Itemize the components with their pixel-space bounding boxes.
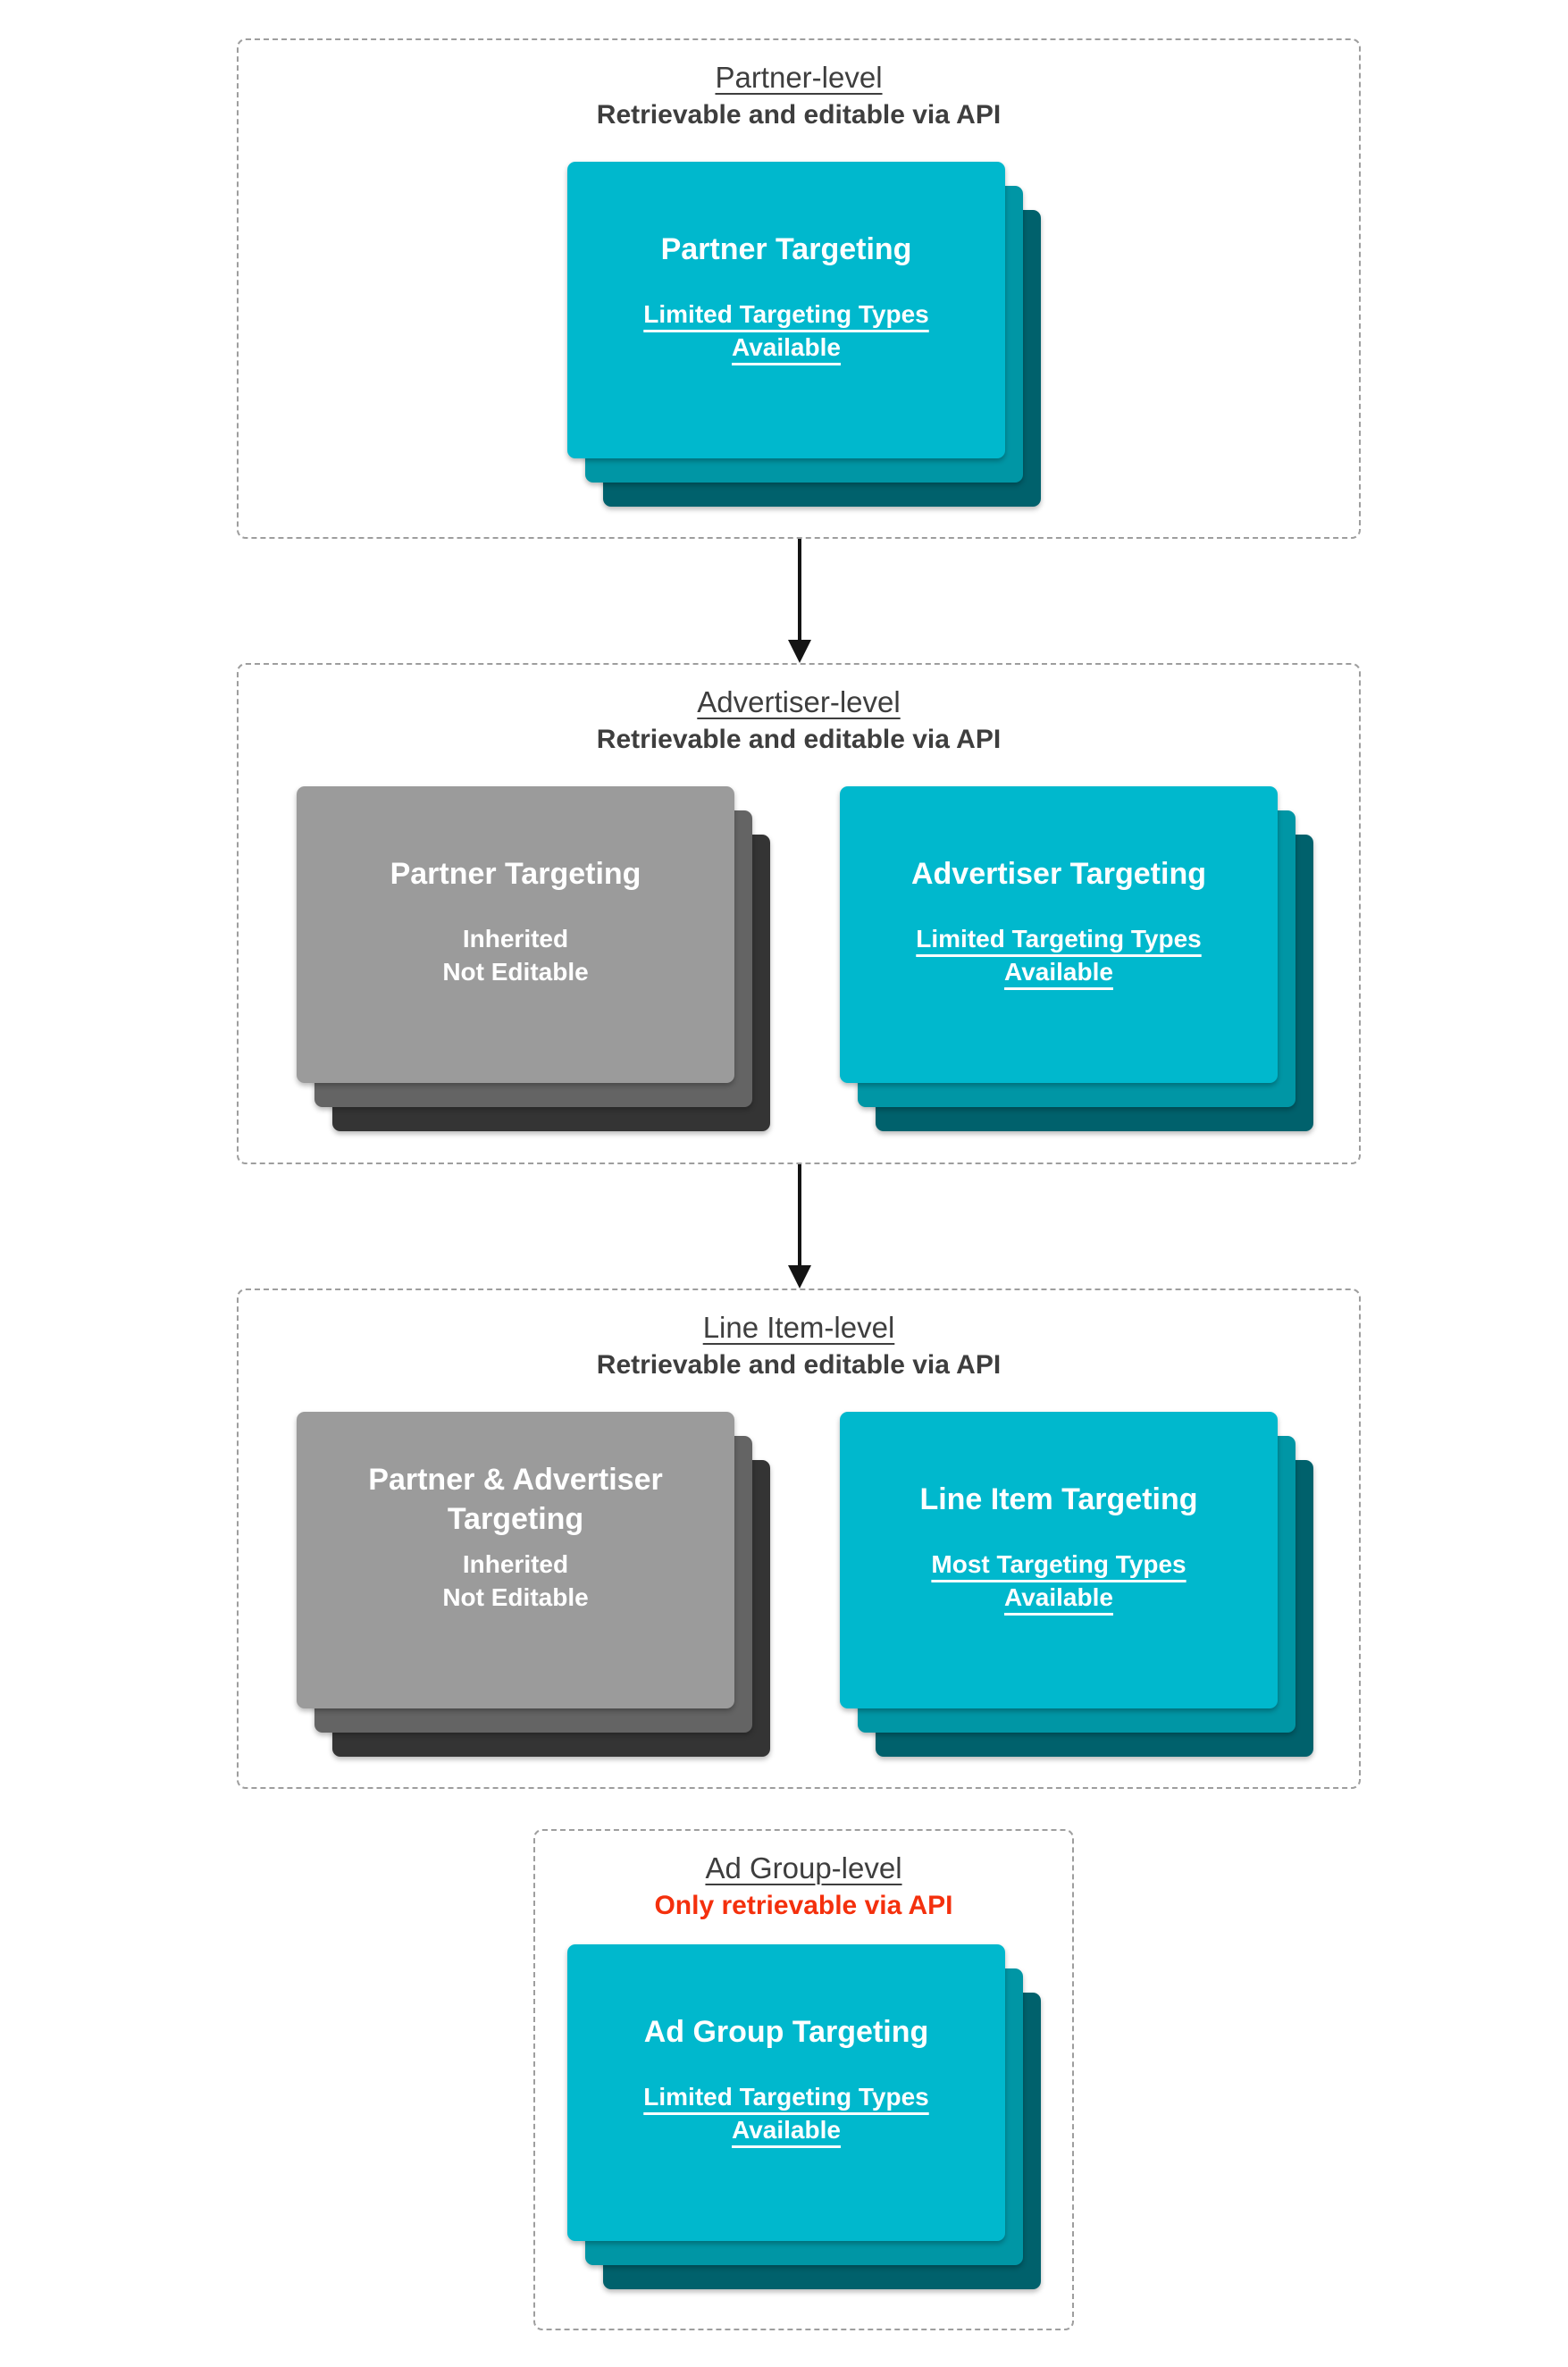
down-arrow-icon (788, 1164, 811, 1288)
inherited-partner-advertiser-targeting-card: Partner & Advertiser Targeting Inherited… (297, 1412, 734, 1708)
card-title-wrap: Advertiser Targeting (851, 786, 1267, 961)
inherited-partner-targeting-card-stack: Partner Targeting Inherited Not Editable (297, 786, 770, 1131)
ad-group-level-subtitle: Only retrievable via API (654, 1891, 953, 1920)
advertiser-level-section: Advertiser-level Retrievable and editabl… (237, 663, 1361, 1164)
card-line: Available (1004, 1583, 1113, 1611)
ad-group-targeting-card-stack: Ad Group Targeting Limited Targeting Typ… (567, 1944, 1041, 2289)
arrow-shaft (798, 539, 801, 642)
card-line: Limited Targeting Types (916, 925, 1202, 953)
card-line: Inherited (462, 925, 569, 953)
down-arrow-icon (788, 539, 811, 663)
inherited-partner-targeting-card: Partner Targeting Inherited Not Editable (297, 786, 734, 1083)
card-line: Most Targeting Types (931, 1550, 1186, 1578)
ad-group-level-section: Ad Group-level Only retrievable via API … (533, 1829, 1074, 2330)
arrow-head (788, 640, 811, 663)
advertiser-level-title: Advertiser-level (697, 685, 901, 718)
partner-level-subtitle: Retrievable and editable via API (596, 100, 1002, 130)
card-link-lines: Limited Targeting Types Available (576, 2080, 996, 2146)
card-line: Inherited (462, 1550, 569, 1578)
card-line: Limited Targeting Types (643, 300, 929, 328)
partner-targeting-card-stack: Partner Targeting Limited Targeting Type… (567, 162, 1041, 507)
arrow-shaft (798, 1164, 801, 1267)
partner-targeting-card: Partner Targeting Limited Targeting Type… (567, 162, 1005, 458)
ad-group-level-title: Ad Group-level (705, 1851, 902, 1884)
advertiser-targeting-card: Advertiser Targeting Limited Targeting T… (840, 786, 1278, 1083)
card-title-wrap: Partner & Advertiser Targeting (307, 1412, 724, 1587)
partner-level-title: Partner-level (715, 61, 883, 94)
card-title: Partner Targeting (660, 232, 912, 266)
line-item-targeting-card-stack: Line Item Targeting Most Targeting Types… (840, 1412, 1313, 1757)
inherited-partner-advertiser-targeting-card-stack: Partner & Advertiser Targeting Inherited… (297, 1412, 770, 1757)
card-title-wrap: Line Item Targeting (851, 1412, 1267, 1587)
card-title: Partner & Advertiser Targeting (368, 1463, 663, 1536)
card-line: Available (1004, 958, 1113, 986)
card-line: Not Editable (442, 958, 589, 986)
card-title: Advertiser Targeting (910, 857, 1206, 891)
card-line: Available (732, 333, 841, 361)
line-item-level-title: Line Item-level (702, 1311, 895, 1344)
card-status-lines: Inherited Not Editable (306, 922, 725, 988)
card-title: Partner Targeting (390, 857, 641, 891)
card-line: Not Editable (442, 1583, 589, 1611)
line-item-level-subtitle: Retrievable and editable via API (596, 1350, 1002, 1380)
advertiser-targeting-card-stack: Advertiser Targeting Limited Targeting T… (840, 786, 1313, 1131)
advertiser-level-subtitle: Retrievable and editable via API (596, 725, 1002, 754)
partner-level-section: Partner-level Retrievable and editable v… (237, 38, 1361, 539)
line-item-targeting-card: Line Item Targeting Most Targeting Types… (840, 1412, 1278, 1708)
card-line: Available (732, 2116, 841, 2144)
card-title: Ad Group Targeting (643, 2015, 929, 2049)
card-title-wrap: Partner Targeting (307, 786, 724, 961)
card-line: Limited Targeting Types (643, 2083, 929, 2111)
card-link-lines: Limited Targeting Types Available (576, 298, 996, 364)
line-item-level-section: Line Item-level Retrievable and editable… (237, 1288, 1361, 1789)
card-link-lines: Limited Targeting Types Available (849, 922, 1269, 988)
ad-group-targeting-card: Ad Group Targeting Limited Targeting Typ… (567, 1944, 1005, 2241)
card-status-lines: Inherited Not Editable (306, 1548, 725, 1614)
card-title-wrap: Ad Group Targeting (578, 1944, 994, 2119)
card-link-lines: Most Targeting Types Available (849, 1548, 1269, 1614)
card-title-wrap: Partner Targeting (578, 162, 994, 337)
arrow-head (788, 1265, 811, 1288)
card-title: Line Item Targeting (919, 1482, 1198, 1516)
